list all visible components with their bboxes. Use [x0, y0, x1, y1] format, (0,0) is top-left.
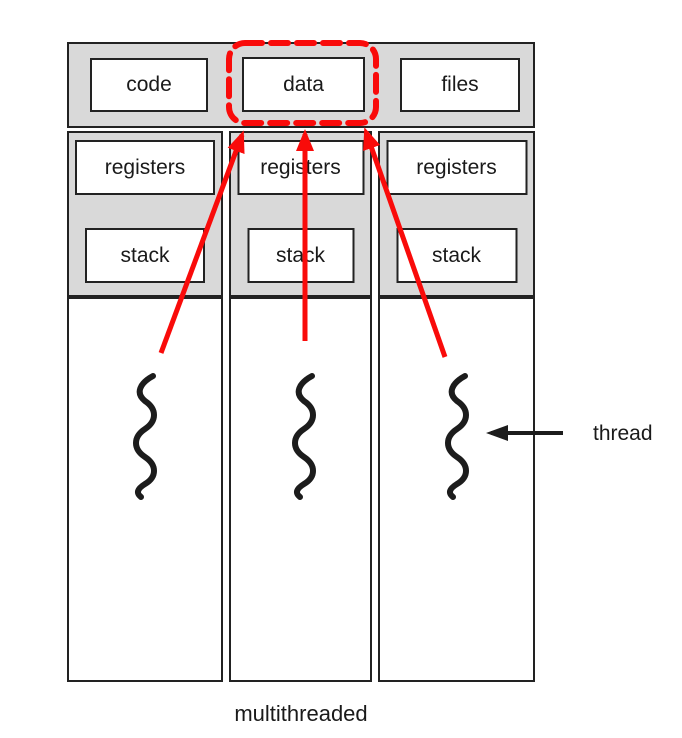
thread-column-1 — [67, 297, 223, 682]
data-box: data — [242, 57, 365, 112]
thread-column-2 — [229, 297, 372, 682]
files-box-label: files — [441, 73, 479, 96]
thread-column-3 — [378, 297, 535, 682]
stack-label-3: stack — [431, 243, 481, 267]
thread2-private-cell: registers stack — [229, 131, 372, 297]
stack-label-2: stack — [275, 243, 325, 267]
registers-label-3: registers — [416, 155, 497, 179]
registers-box-3: registers — [386, 140, 527, 195]
registers-box-1: registers — [75, 140, 215, 195]
stack-label-1: stack — [120, 243, 170, 267]
data-box-label: data — [283, 72, 324, 96]
registers-label-1: registers — [104, 155, 186, 179]
stack-box-1: stack — [85, 228, 205, 283]
thread-callout-label: thread — [593, 422, 653, 445]
stack-box-2: stack — [247, 228, 354, 283]
shared-resources-band: code data files — [67, 42, 535, 128]
registers-label-2: registers — [260, 155, 341, 179]
files-box: files — [400, 58, 520, 112]
code-box-label: code — [126, 73, 172, 96]
diagram-caption: multithreaded — [234, 701, 368, 726]
code-box: code — [90, 58, 208, 112]
registers-box-2: registers — [237, 140, 364, 195]
thread3-private-cell: registers stack — [378, 131, 535, 297]
thread1-private-cell: registers stack — [67, 131, 223, 297]
stack-box-3: stack — [396, 228, 517, 283]
